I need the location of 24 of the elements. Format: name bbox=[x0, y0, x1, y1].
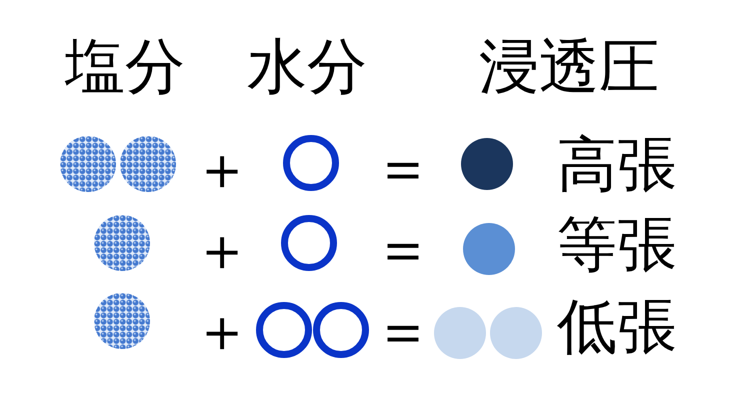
circle-icon bbox=[434, 307, 486, 359]
column-heading: 水分 bbox=[247, 37, 367, 97]
plus-sign: ＋ bbox=[192, 220, 252, 280]
dotted-circle-icon bbox=[94, 293, 150, 349]
plus-sign: ＋ bbox=[192, 139, 252, 199]
ring-icon bbox=[281, 215, 337, 271]
column-heading: 塩分 bbox=[65, 37, 185, 97]
row-label: 等張 bbox=[557, 215, 677, 275]
column-heading: 浸透圧 bbox=[479, 37, 659, 97]
circle-icon bbox=[461, 138, 513, 190]
dotted-circle-icon bbox=[60, 136, 116, 192]
circle-icon bbox=[490, 307, 542, 359]
plus-sign: ＋ bbox=[192, 301, 252, 361]
equals-sign: ＝ bbox=[373, 219, 433, 279]
row-label: 高張 bbox=[557, 135, 677, 195]
circle-icon bbox=[463, 223, 515, 275]
dotted-circle-icon bbox=[94, 215, 150, 271]
equals-sign: ＝ bbox=[373, 138, 433, 198]
ring-icon bbox=[256, 302, 312, 358]
row-label: 低張 bbox=[557, 297, 677, 357]
ring-icon bbox=[313, 302, 369, 358]
ring-icon bbox=[283, 135, 339, 191]
equals-sign: ＝ bbox=[373, 301, 433, 361]
dotted-circle-icon bbox=[120, 136, 176, 192]
